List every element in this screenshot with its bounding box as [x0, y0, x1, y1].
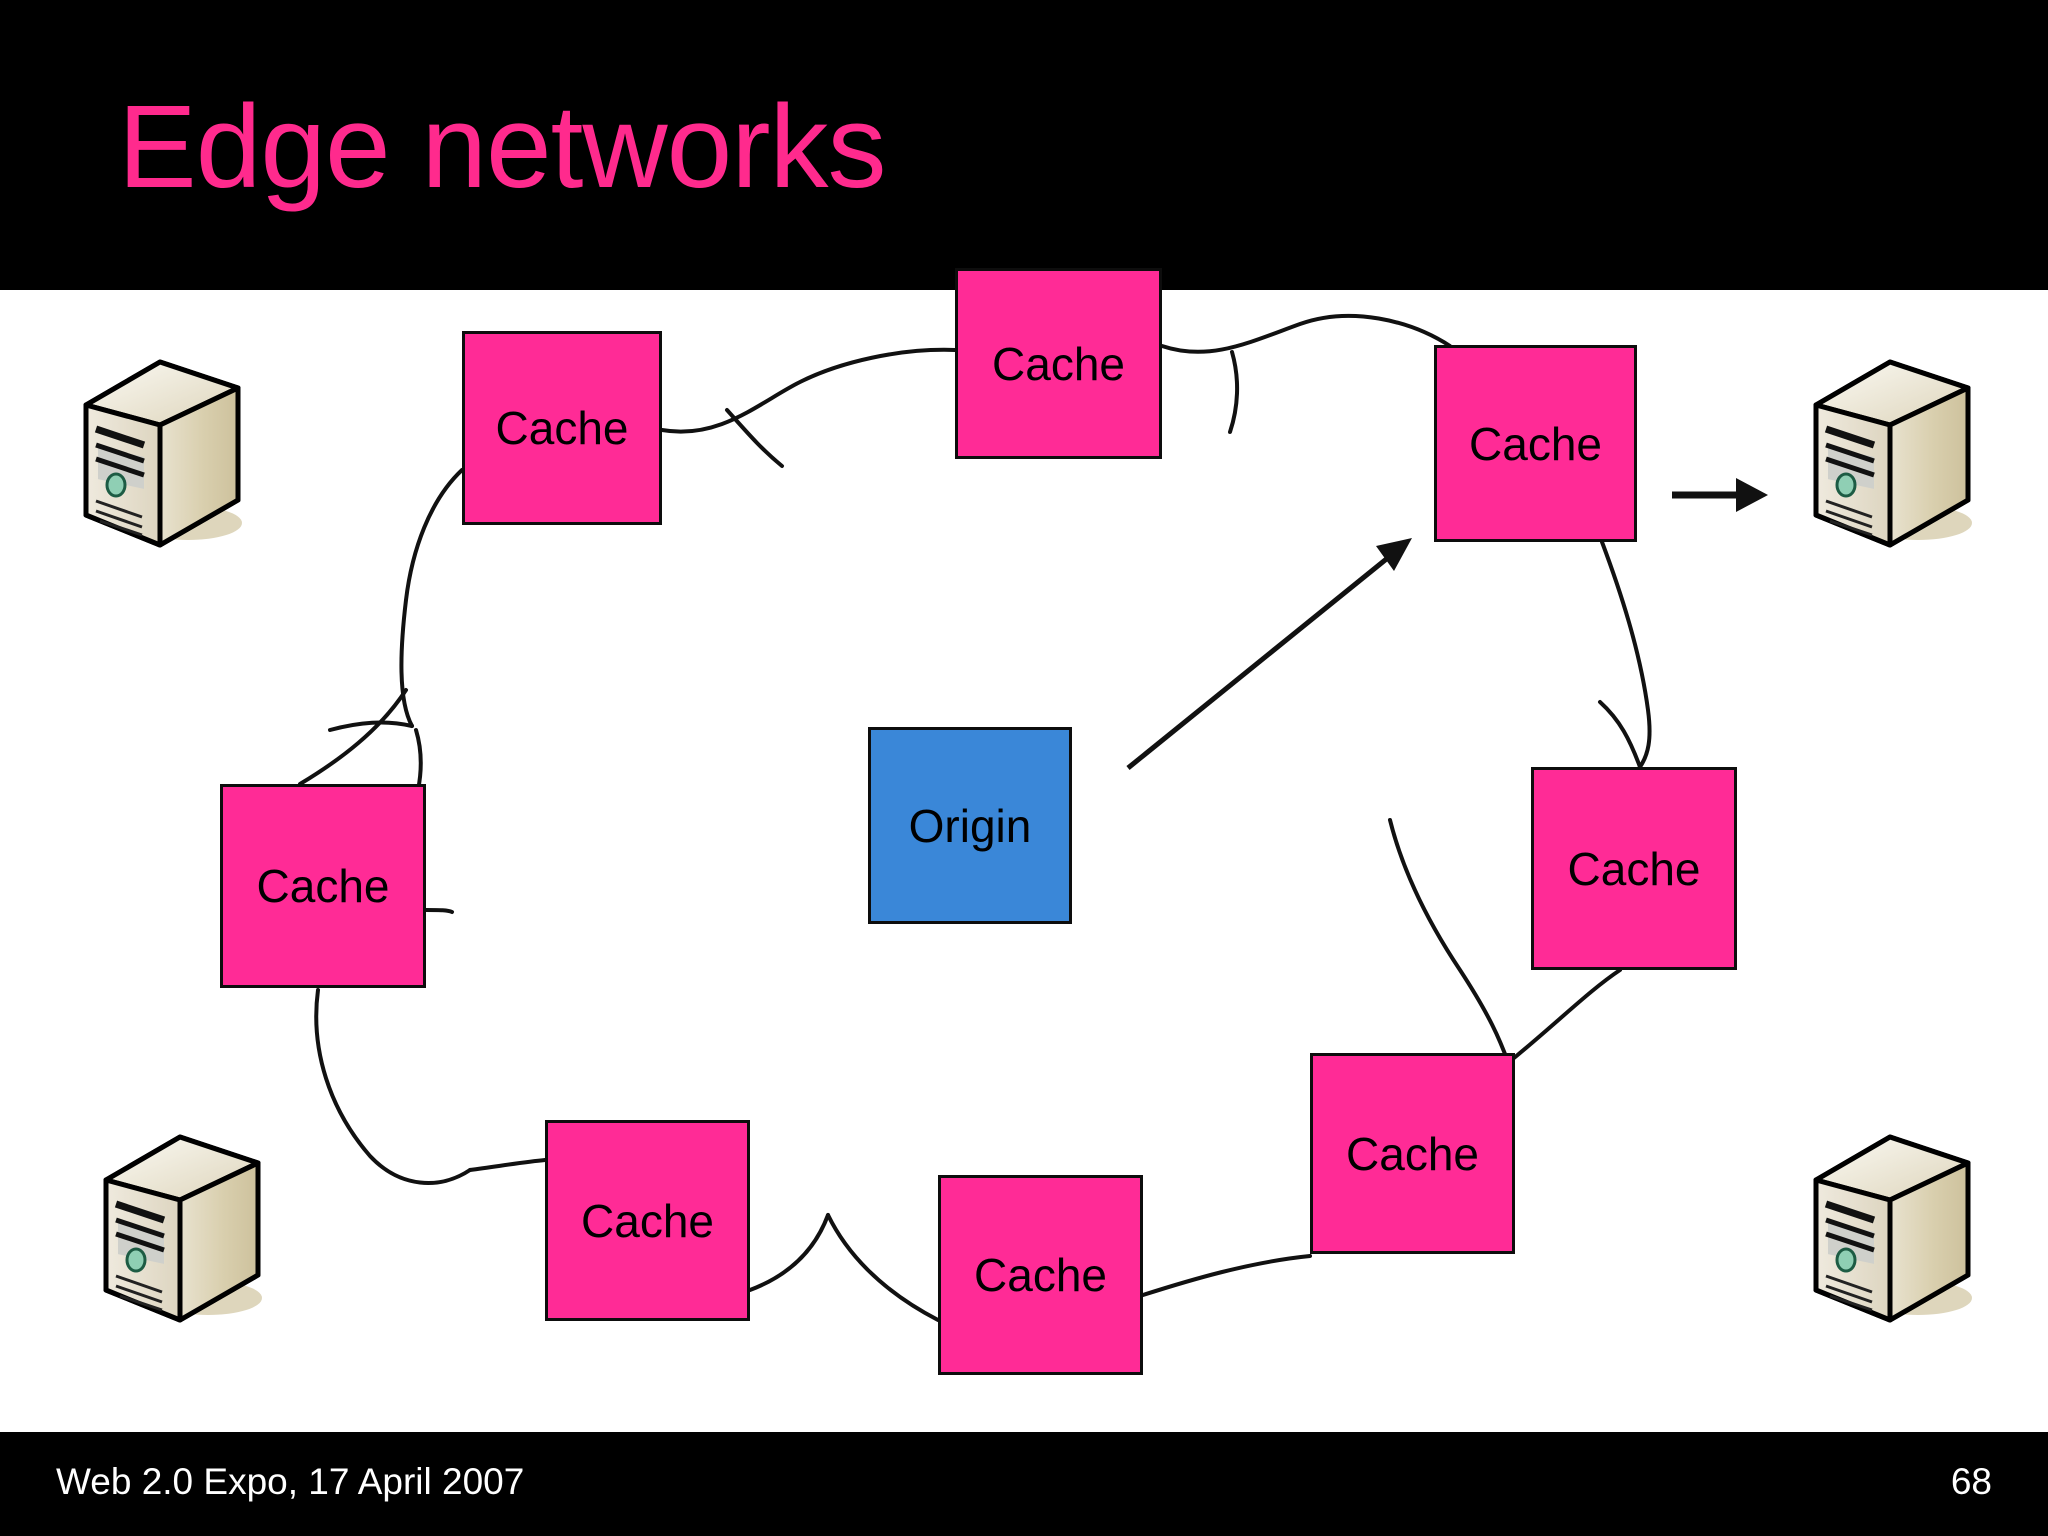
node-cache-bottom-right[interactable]: Cache [1310, 1053, 1515, 1254]
page-title: Edge networks [118, 81, 887, 213]
footer-conference-label: Web 2.0 Expo, 17 April 2007 [56, 1461, 525, 1502]
wire-left-down [298, 688, 408, 786]
node-label: Cache [974, 1249, 1107, 1301]
wire-topright-right-b [1598, 700, 1642, 769]
node-label: Cache [581, 1194, 714, 1247]
node-cache-top-center[interactable]: Cache [955, 268, 1162, 459]
node-cache-right[interactable]: Cache [1531, 767, 1737, 970]
node-label: Cache [992, 337, 1125, 390]
server-icon-top-left [83, 359, 242, 548]
wire-topleft-tail [725, 408, 784, 468]
footer-page-number: 68 [1950, 1461, 1992, 1502]
wire-topcenter-topright [1160, 313, 1452, 354]
wire-left-branch [328, 720, 414, 732]
wire-right-down [1388, 818, 1510, 1064]
wire-bottomleft-bottomcenter [748, 1213, 830, 1292]
arrow-cache-to-server [1672, 478, 1768, 512]
node-cache-top-left[interactable]: Cache [462, 331, 662, 525]
wire-bottomleft-branch [468, 1158, 547, 1172]
node-cache-bottom-center[interactable]: Cache [938, 1175, 1143, 1375]
wire-topleft-left [399, 468, 464, 728]
wire-topleft-topcenter [660, 347, 957, 434]
slide-footer-band: Web 2.0 Expo, 17 April 2007 68 [0, 1432, 2048, 1536]
arrow-origin-to-cache [1126, 538, 1412, 770]
node-label: Cache [256, 860, 390, 912]
diagram-connectors [298, 313, 1768, 1322]
wire-left-stub [414, 728, 423, 792]
server-icon-top-right [1813, 359, 1972, 548]
node-label: Cache [495, 402, 629, 454]
wire-left-stub-right [424, 908, 454, 914]
slide-header-band: Edge networks [0, 0, 2048, 290]
server-icon-bottom-left [103, 1134, 262, 1323]
wire-topcenter-tail [1228, 350, 1240, 434]
node-cache-bottom-left[interactable]: Cache [545, 1120, 750, 1321]
node-label: Cache [1346, 1127, 1479, 1180]
node-cache-left[interactable]: Cache [220, 784, 426, 988]
wire-bottomcenter-bottomright [1141, 1254, 1312, 1297]
wire-left-bottomleft [314, 988, 472, 1185]
node-label: Cache [1469, 417, 1602, 470]
node-label: Origin [908, 799, 1032, 852]
server-icon-bottom-right [1813, 1134, 1972, 1323]
wire-bottomright-right [1512, 968, 1622, 1060]
node-origin[interactable]: Origin [868, 727, 1072, 924]
diagram-canvas: Cache Cache Cache Cache Origin Cache Cac… [0, 268, 2048, 1432]
node-label: Cache [1567, 842, 1701, 895]
node-cache-top-right[interactable]: Cache [1434, 345, 1637, 542]
wire-bottomcenter-up [826, 1213, 940, 1322]
wire-topright-right [1600, 540, 1652, 769]
